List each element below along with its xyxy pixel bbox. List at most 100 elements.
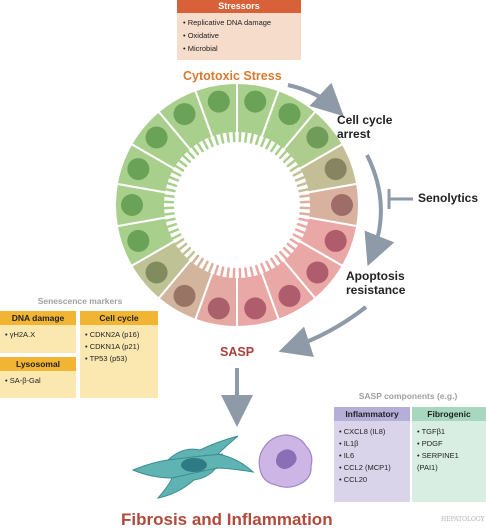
- component-item: IL1β: [339, 438, 410, 450]
- cell-nucleus: [306, 127, 328, 149]
- arrow-arrest-to-resistance: [367, 155, 381, 255]
- microvillus: [215, 136, 217, 144]
- lysosomal-title: Lysosomal: [0, 357, 76, 371]
- lysosomal-list: SA-β-Gal: [0, 375, 76, 387]
- microvillus: [267, 262, 271, 269]
- microvillus: [261, 138, 264, 145]
- marker-item: γH2A.X: [5, 329, 76, 341]
- microvillus: [168, 183, 176, 185]
- microvillus: [198, 144, 202, 151]
- microvillus: [170, 229, 177, 232]
- microvillus: [296, 229, 303, 232]
- microvillus: [221, 135, 223, 143]
- cell-nucleus: [127, 158, 149, 180]
- cell-nucleus: [331, 194, 353, 216]
- microvillus: [256, 266, 258, 274]
- microvillus: [193, 256, 198, 262]
- cell-cycle-arrest-text: Cell cycle arrest: [337, 113, 407, 141]
- marker-item: TP53 (p53): [85, 353, 158, 365]
- microvillus: [251, 135, 253, 143]
- microvillus: [167, 219, 175, 221]
- microvillus: [299, 219, 307, 221]
- microvillus: [176, 166, 183, 170]
- cell-nucleus: [325, 158, 347, 180]
- microvillus: [299, 189, 307, 191]
- cell-cycle-title: Cell cycle: [80, 311, 158, 325]
- component-item: CXCL8 (IL8): [339, 426, 410, 438]
- microvillus: [170, 177, 177, 180]
- microvillus: [228, 134, 229, 142]
- cell-nucleus: [279, 285, 301, 307]
- microvillus: [176, 239, 183, 243]
- microvillus: [296, 177, 303, 180]
- microvillus: [261, 264, 264, 271]
- cell-nucleus: [146, 261, 168, 283]
- microvillus: [300, 213, 308, 214]
- senolytics-label: Senolytics: [418, 191, 478, 205]
- marker-item: CDKN2A (p16): [85, 329, 158, 341]
- microvillus: [184, 248, 190, 253]
- fibroblast-icon: [128, 432, 258, 502]
- apoptosis-resistance-label: Apoptosis resistance: [346, 269, 418, 297]
- microvillus: [188, 152, 193, 158]
- cell-nucleus: [208, 297, 230, 319]
- component-item: CCL2 (MCP1): [339, 462, 410, 474]
- microvillus: [173, 172, 180, 176]
- cell-nucleus: [127, 230, 149, 252]
- cell-cycle-box: Cell cycle CDKN2A (p16) CDKN1A (p21) TP5…: [80, 311, 158, 398]
- dna-damage-list: γH2A.X: [0, 329, 76, 341]
- microvillus: [276, 148, 281, 154]
- cell-nucleus: [174, 103, 196, 125]
- cell-nucleus: [208, 91, 230, 113]
- microvillus: [215, 266, 217, 274]
- fibrogenic-title: Fibrogenic: [412, 407, 486, 421]
- microvillus: [167, 189, 175, 191]
- microvillus: [204, 141, 208, 148]
- component-item: PDGF: [417, 438, 486, 450]
- microvillus: [276, 256, 281, 262]
- marker-item: SA-β-Gal: [5, 375, 76, 387]
- microvillus: [298, 224, 306, 226]
- inflammatory-box: Inflammatory CXCL8 (IL8) IL1β IL6 CCL2 (…: [334, 407, 410, 502]
- microvillus: [166, 213, 174, 214]
- microvillus: [168, 224, 176, 226]
- microvillus: [221, 267, 223, 275]
- cell-cycle-list: CDKN2A (p16) CDKN1A (p21) TP53 (p53): [80, 329, 158, 365]
- microvillus: [280, 252, 285, 258]
- microvillus: [166, 196, 174, 197]
- cell-nucleus: [244, 297, 266, 319]
- microvillus: [228, 268, 229, 276]
- cell-nucleus: [174, 285, 196, 307]
- sasp-label: SASP: [220, 345, 254, 359]
- cell-nucleus: [325, 230, 347, 252]
- lysosomal-box: Lysosomal SA-β-Gal: [0, 357, 76, 398]
- microvillus: [198, 259, 202, 266]
- inflammatory-title: Inflammatory: [334, 407, 410, 421]
- fibrosis-inflammation-label: Fibrosis and Inflammation: [121, 510, 333, 530]
- microvillus: [280, 152, 285, 158]
- microvillus: [294, 172, 301, 176]
- microvillus: [184, 156, 190, 161]
- microvillus: [294, 235, 301, 239]
- cell-nucleus: [279, 103, 301, 125]
- microvillus: [204, 262, 208, 269]
- microvillus: [245, 134, 246, 142]
- microvillus: [288, 161, 294, 166]
- sasp-components-title: SASP components (e.g.): [330, 391, 486, 401]
- cell-cycle-arrest-label: Cell cycle arrest: [337, 113, 407, 141]
- component-item: IL6: [339, 450, 410, 462]
- microvillus: [298, 183, 306, 185]
- microvillus: [284, 156, 290, 161]
- component-item: TGFβ1: [417, 426, 486, 438]
- microvillus: [271, 144, 275, 151]
- arrow-resistance-to-sasp: [290, 307, 366, 348]
- marker-item: CDKN1A (p21): [85, 341, 158, 353]
- macrophage-icon: [256, 432, 316, 490]
- component-item: CCL20: [339, 474, 410, 486]
- microvillus: [267, 141, 271, 148]
- microvillus: [180, 244, 186, 249]
- fibrogenic-box: Fibrogenic TGFβ1 PDGF SERPINE1 (PAI1): [412, 407, 486, 502]
- journal-watermark: HEPATOLOGY: [441, 516, 485, 523]
- fibrogenic-list: TGFβ1 PDGF SERPINE1 (PAI1): [412, 426, 486, 474]
- microvillus: [193, 148, 198, 154]
